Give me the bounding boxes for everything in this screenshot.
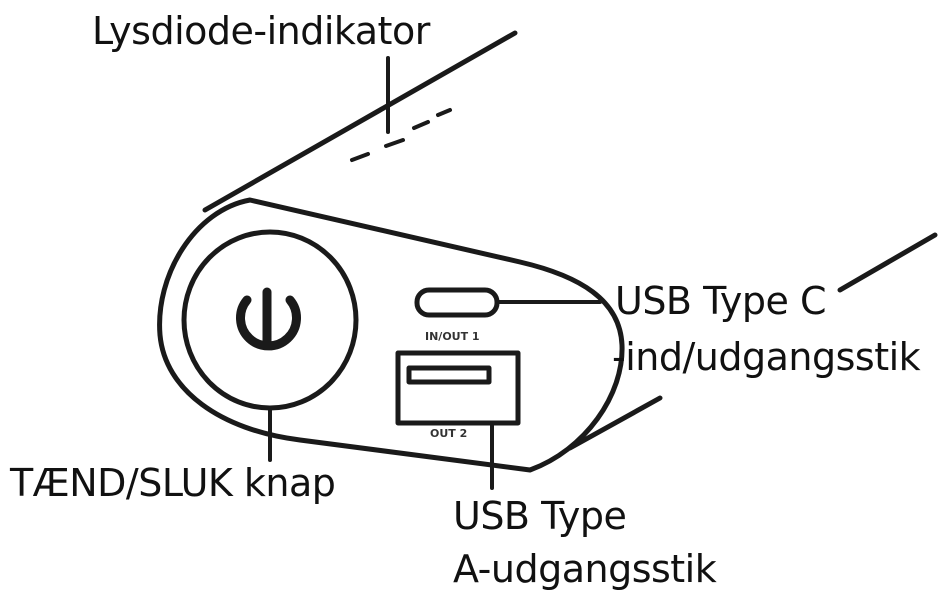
usb-c-marking: IN/OUT 1 xyxy=(425,330,480,343)
power-bank-body xyxy=(157,30,938,473)
usb-a-inner xyxy=(406,365,492,385)
usb-a-label-line2: A-udgangsstik xyxy=(453,547,717,591)
usb-a-port[interactable] xyxy=(395,350,521,426)
usb-a-marking: OUT 2 xyxy=(430,427,467,440)
usb-c-port[interactable] xyxy=(414,287,500,318)
usb-a-label-line1: USB Type xyxy=(453,494,627,538)
usb-c-label-line2: -ind/udgangsstik xyxy=(612,335,921,379)
power-icon xyxy=(236,287,301,351)
usb-a-outer xyxy=(395,350,521,426)
body-end-cap xyxy=(157,197,625,473)
led-dash-1 xyxy=(350,152,370,162)
led-dash-4 xyxy=(436,108,452,117)
power-button-label: TÆND/SLUK knap xyxy=(10,461,336,505)
power-button[interactable] xyxy=(181,229,359,411)
body-top-edge xyxy=(202,30,518,213)
leader-lines xyxy=(268,56,602,490)
usb-c-label-line1: USB Type C xyxy=(615,279,826,323)
body-bottom-edge xyxy=(567,395,663,451)
led-indicator-label: Lysdiode-indikator xyxy=(92,9,430,53)
usb-c-slot xyxy=(414,287,500,318)
body-far-edge xyxy=(837,232,938,293)
led-indicator xyxy=(350,108,452,162)
led-dash-3 xyxy=(412,120,430,130)
led-dash-2 xyxy=(384,138,405,148)
